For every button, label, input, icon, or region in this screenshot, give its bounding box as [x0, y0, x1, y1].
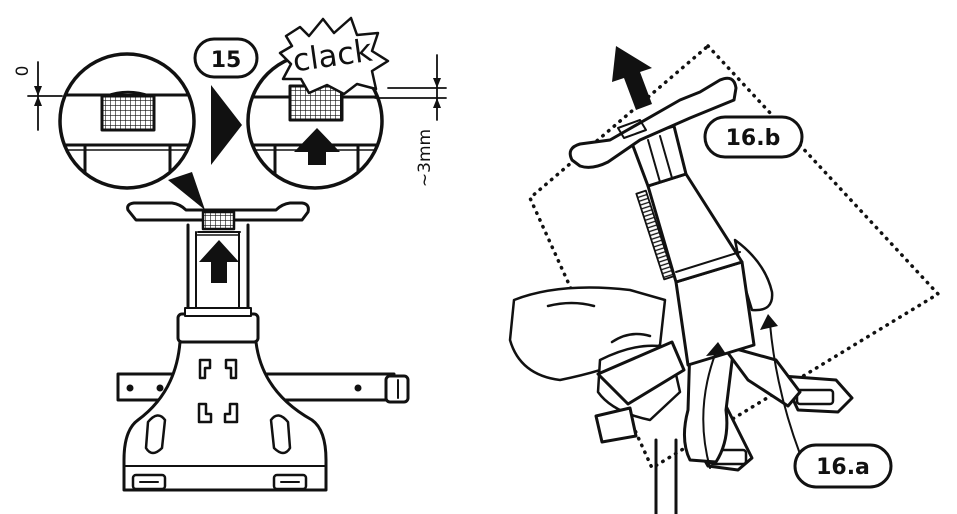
holder-rotated-view	[568, 76, 802, 469]
step-badge-15: 15	[193, 37, 259, 79]
step-badge-16a: 16.a	[793, 443, 893, 489]
tablet-outline	[528, 44, 940, 470]
mounting-pole	[654, 438, 678, 514]
step-badge-16b: 16.b	[703, 115, 804, 159]
step-badge-15-label: 15	[211, 48, 242, 73]
gap-zero-label: 0	[13, 66, 33, 77]
lift-arrow	[612, 46, 652, 110]
gap-zero-dimension	[27, 61, 63, 131]
clack-burst: clack	[278, 16, 390, 96]
step-badge-16a-label: 16.a	[816, 455, 870, 480]
gap-3mm-dimension	[374, 54, 447, 121]
step-15-panel: clack 15	[27, 16, 447, 492]
magnifier-before	[58, 52, 196, 190]
holder-front-view	[116, 201, 410, 492]
magnifier-after	[246, 52, 384, 190]
step-badge-16b-label: 16.b	[726, 126, 781, 151]
step-16-panel: 16.b 16.a	[508, 44, 940, 514]
transition-arrow	[211, 85, 242, 165]
gap-3mm-label: ~3mm	[415, 129, 435, 187]
callout-pointer	[168, 172, 205, 210]
